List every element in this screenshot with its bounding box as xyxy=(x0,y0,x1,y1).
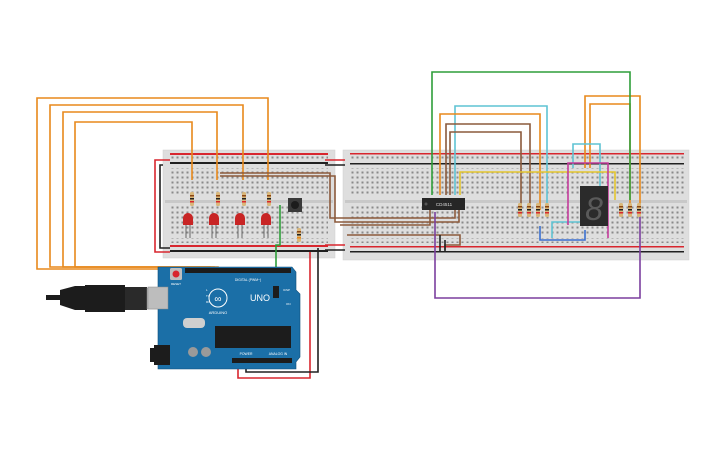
resistor-led-4 xyxy=(267,192,271,206)
arduino-uno[interactable]: RESET DIGITAL (PWM~) ∞ ARDUINO UNO ICSP … xyxy=(147,266,301,370)
ic-label: CD4511 xyxy=(436,202,453,207)
atmega-chip xyxy=(215,326,291,348)
led-3[interactable] xyxy=(235,213,245,238)
resistor-seg-4 xyxy=(545,203,549,217)
capacitor-2 xyxy=(201,347,211,357)
led-resistors[interactable] xyxy=(190,192,271,206)
display-resistors[interactable] xyxy=(518,203,641,217)
crystal xyxy=(183,318,205,328)
icsp-label: ICSP xyxy=(283,288,290,292)
power-analog-header[interactable] xyxy=(232,358,292,363)
power-label: POWER xyxy=(240,352,253,356)
resistor-seg-3 xyxy=(536,203,540,217)
model-label: UNO xyxy=(250,293,270,303)
resistor-seg-6 xyxy=(628,203,632,217)
resistor-led-3 xyxy=(242,192,246,206)
led-4[interactable] xyxy=(261,213,271,238)
led-2[interactable] xyxy=(209,213,219,238)
breadboard-small[interactable] xyxy=(162,149,336,259)
rx-label: RX xyxy=(206,300,210,304)
resistor-led-1 xyxy=(190,192,194,206)
resistor-button[interactable] xyxy=(297,228,301,242)
reset-button-cap[interactable] xyxy=(172,270,180,278)
usb-port xyxy=(147,286,169,310)
reset-label: RESET xyxy=(171,282,181,286)
resistor-led-2 xyxy=(216,192,220,206)
purple-wire[interactable] xyxy=(434,212,641,299)
ic-orange-wire[interactable] xyxy=(439,113,541,210)
seven-segment-display[interactable]: 8 xyxy=(580,186,608,227)
resistor-seg-1 xyxy=(518,203,522,217)
arduino-logo xyxy=(208,288,228,308)
tx-label: TX xyxy=(206,294,210,298)
resistor-seg-2 xyxy=(527,203,531,217)
icsp-header xyxy=(273,286,279,298)
power-jack xyxy=(154,345,170,365)
arduino-logo-glyph: ∞ xyxy=(214,294,221,305)
l-label: L xyxy=(206,288,208,292)
display-digit: 8 xyxy=(585,191,603,227)
on-label: ON xyxy=(286,302,291,306)
brown-wires[interactable] xyxy=(220,123,531,250)
resistor-seg-7 xyxy=(637,203,641,217)
digital-label: DIGITAL (PWM~) xyxy=(235,278,261,282)
ic-cd4511[interactable]: CD4511 xyxy=(422,198,465,210)
digital-header[interactable] xyxy=(185,268,291,273)
cyan-wires[interactable] xyxy=(454,105,601,238)
resistor-seg-5 xyxy=(619,203,623,217)
led-1[interactable] xyxy=(183,213,193,238)
green-wire-top[interactable] xyxy=(431,71,631,200)
pushbutton[interactable] xyxy=(288,198,302,212)
brand-label: ARDUINO xyxy=(209,310,227,315)
capacitor-1 xyxy=(188,347,198,357)
analog-label: ANALOG IN xyxy=(269,352,288,356)
green-wire-button[interactable] xyxy=(275,205,281,268)
blue-wire[interactable] xyxy=(539,226,586,241)
yellow-wire[interactable] xyxy=(459,171,616,200)
